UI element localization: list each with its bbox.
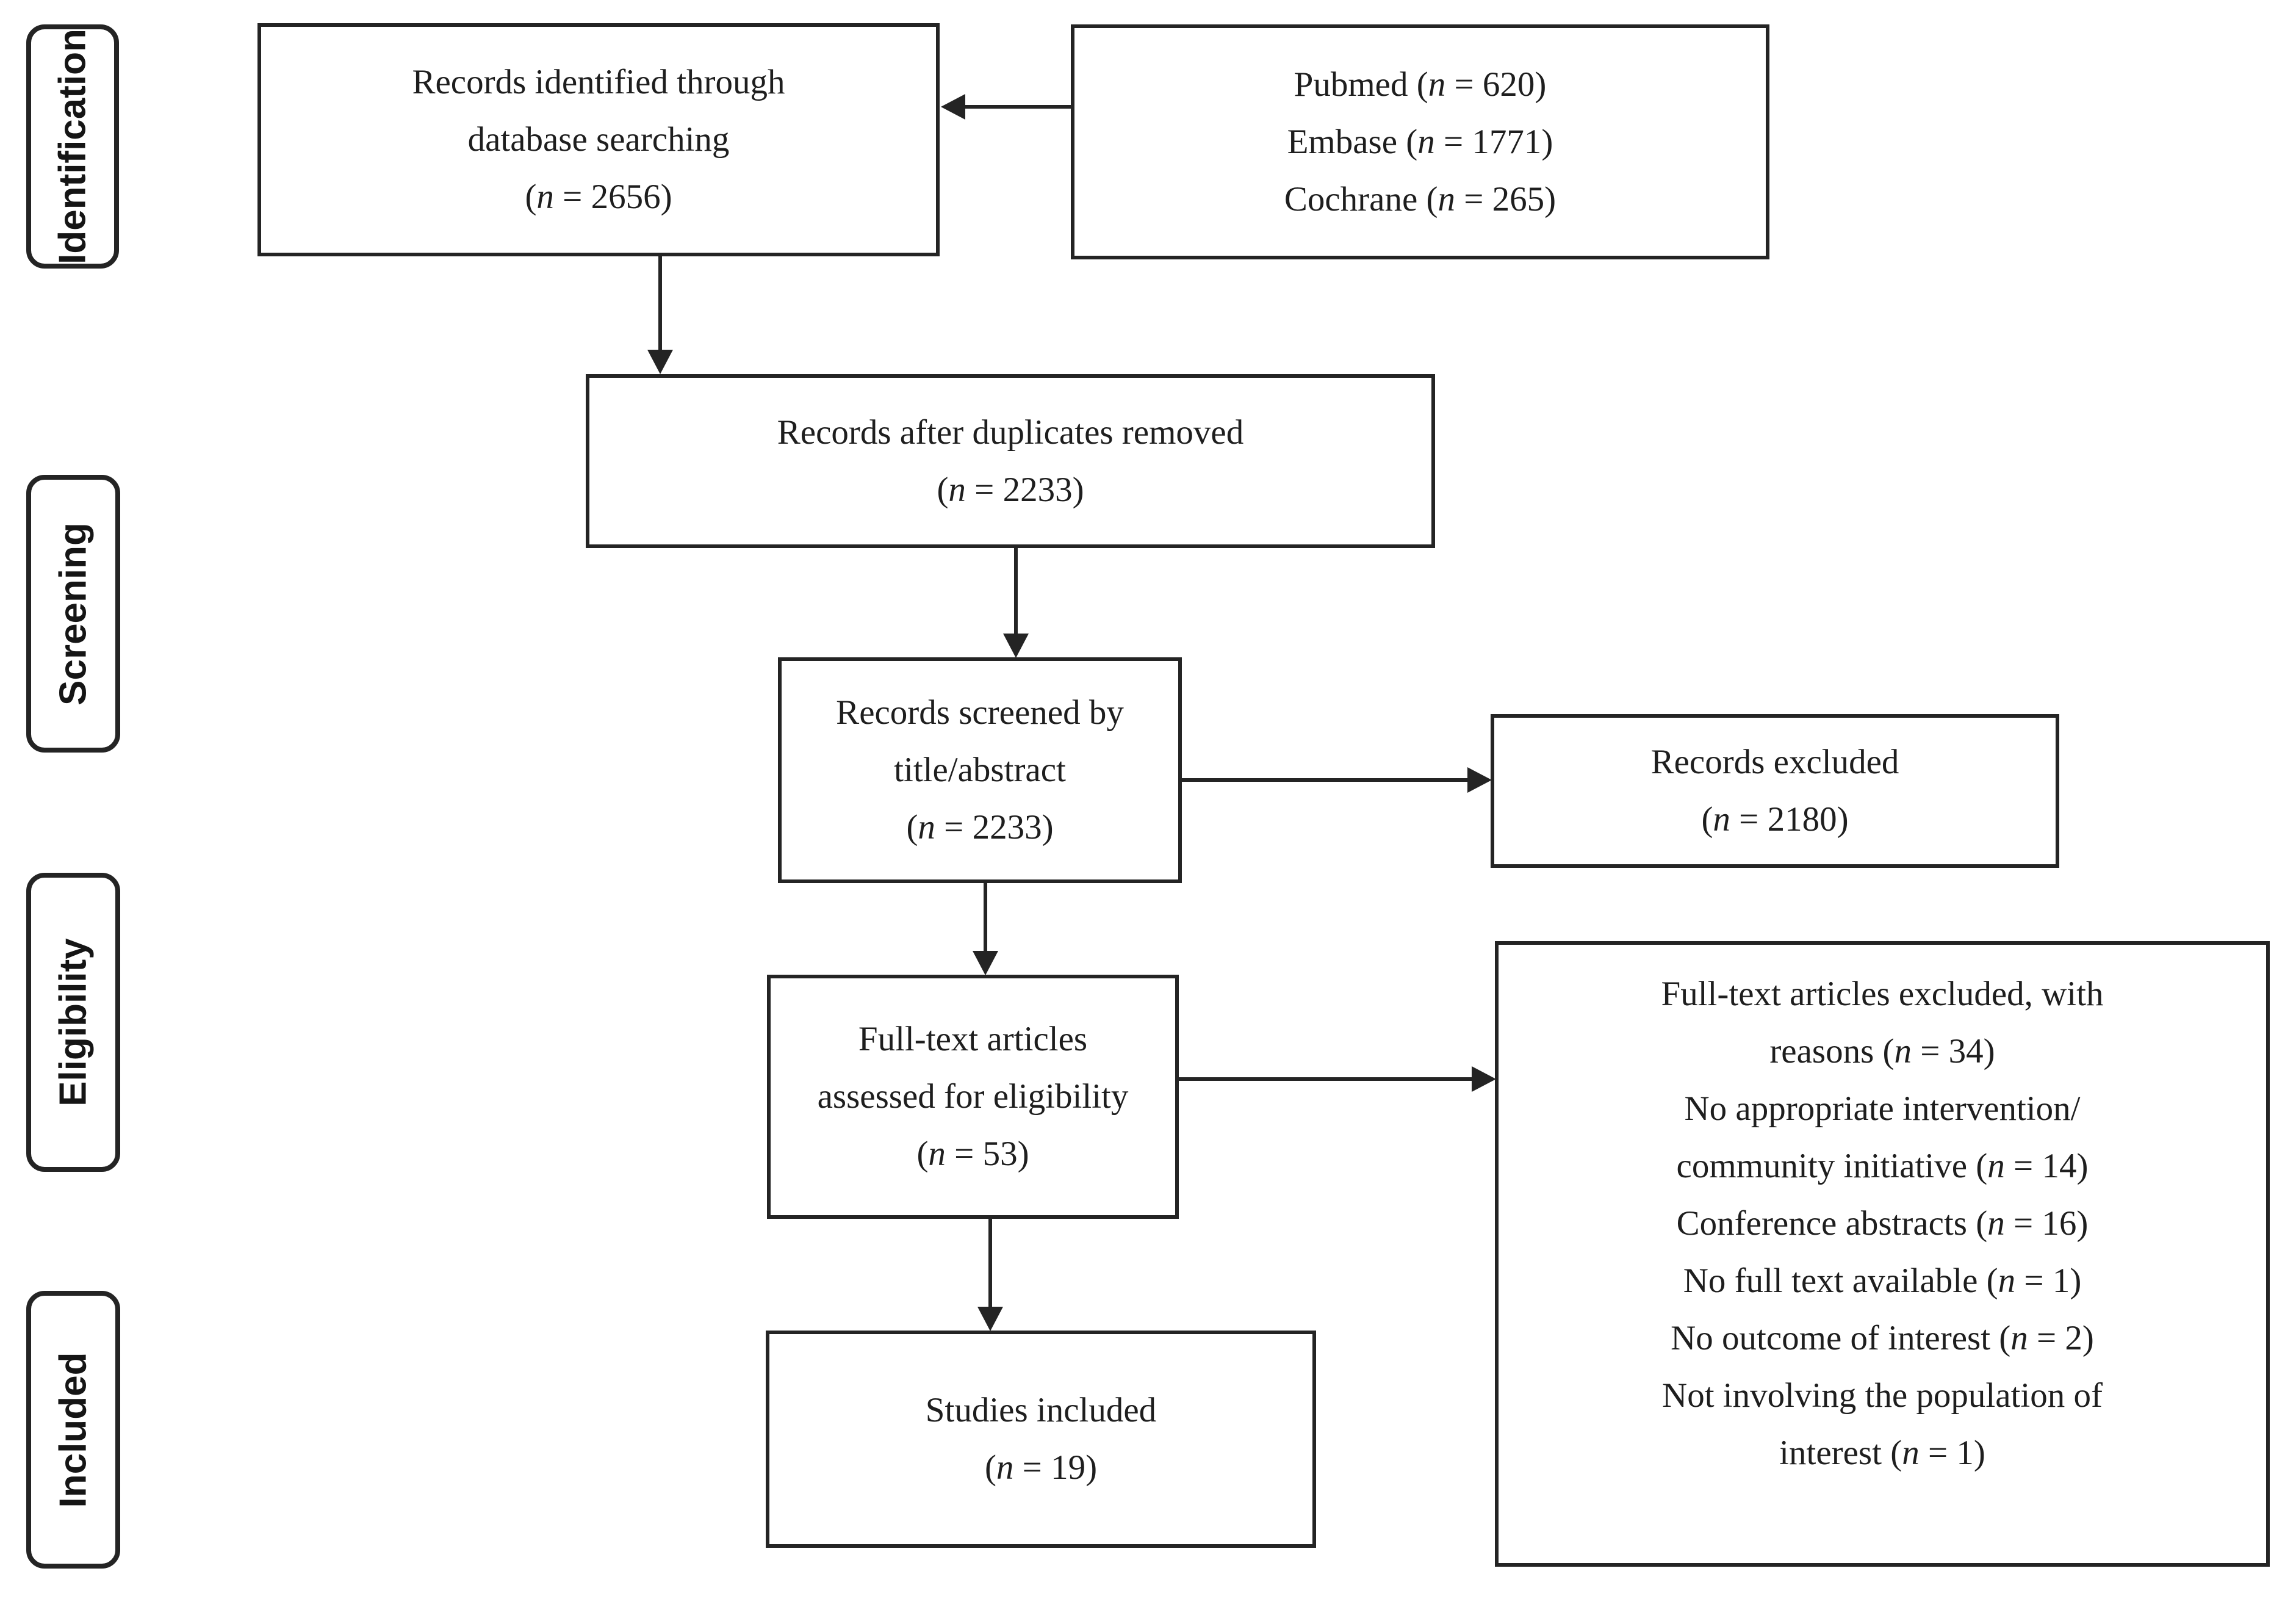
arrow-line bbox=[658, 253, 662, 351]
text-line: Embase (n = 1771) bbox=[1287, 122, 1553, 161]
arrow-line bbox=[1176, 1077, 1472, 1081]
stage-box-screening: Screening bbox=[26, 475, 120, 753]
text-line: No outcome of interest (n = 2) bbox=[1671, 1319, 2094, 1357]
text-line: interest (n = 1) bbox=[1779, 1434, 1985, 1472]
text-line: Not involving the population of bbox=[1662, 1376, 2103, 1415]
text-line: Cochrane (n = 265) bbox=[1284, 179, 1556, 218]
text-line: Studies included bbox=[925, 1391, 1157, 1429]
stage-box-eligibility: Eligibility bbox=[26, 873, 120, 1172]
box-database-sources: Pubmed (n = 620) Embase (n = 1771) Cochran… bbox=[1071, 24, 1769, 259]
arrowhead-down-icon bbox=[647, 350, 673, 374]
text-line: Conference abstracts (n = 16) bbox=[1676, 1204, 2089, 1243]
text-line: (n = 2180) bbox=[1701, 800, 1849, 839]
text-line: No full text available (n = 1) bbox=[1683, 1262, 2082, 1300]
stage-box-identification: Identification bbox=[26, 24, 119, 269]
box-duplicates-removed: Records after duplicates removed (n = 223… bbox=[586, 374, 1435, 548]
box-records-excluded: Records excluded (n = 2180) bbox=[1491, 714, 2059, 868]
arrowhead-down-icon bbox=[1003, 634, 1029, 658]
text-line: assessed for eligibility bbox=[817, 1077, 1129, 1116]
text-line: Full-text articles excluded, with bbox=[1661, 975, 2104, 1013]
arrow-line bbox=[965, 105, 1072, 109]
text-line: community initiative (n = 14) bbox=[1676, 1147, 2089, 1185]
stage-label-identification: Identification bbox=[51, 29, 94, 264]
box-records-screened: Records screened by title/abstract (n = 22… bbox=[778, 657, 1182, 883]
box-studies-included: Studies included (n = 19) bbox=[766, 1331, 1316, 1548]
text-line: Records after duplicates removed bbox=[777, 413, 1244, 452]
text-line: database searching bbox=[467, 120, 730, 159]
text-line: No appropriate intervention/ bbox=[1684, 1089, 2081, 1128]
arrowhead-down-icon bbox=[973, 951, 998, 975]
text-line: reasons (n = 34) bbox=[1769, 1032, 1995, 1071]
text-line: Records identified through bbox=[412, 63, 785, 101]
box-fulltext-excluded-reasons: Full-text articles excluded, with reasons… bbox=[1495, 941, 2270, 1567]
arrow-line bbox=[1179, 778, 1467, 782]
text-line: Records excluded bbox=[1650, 743, 1899, 781]
box-fulltext-assessed: Full-text articles assessed for eligibili… bbox=[767, 975, 1179, 1219]
text-line: Pubmed (n = 620) bbox=[1294, 65, 1547, 104]
arrow-line bbox=[1014, 546, 1018, 634]
arrowhead-left-icon bbox=[941, 94, 965, 120]
arrowhead-down-icon bbox=[977, 1307, 1003, 1331]
arrowhead-right-icon bbox=[1467, 767, 1492, 793]
text-line: (n = 2233) bbox=[937, 470, 1084, 509]
stage-box-included: Included bbox=[26, 1291, 120, 1569]
text-line: (n = 19) bbox=[984, 1448, 1098, 1487]
text-line: (n = 2656) bbox=[525, 178, 672, 216]
text-line: title/abstract bbox=[894, 751, 1066, 789]
stage-label-screening: Screening bbox=[52, 522, 95, 706]
stage-label-included: Included bbox=[52, 1352, 95, 1508]
text-line: (n = 53) bbox=[916, 1135, 1029, 1173]
text-line: (n = 2233) bbox=[906, 808, 1054, 847]
arrow-line bbox=[988, 1218, 992, 1307]
arrowhead-right-icon bbox=[1472, 1066, 1496, 1092]
text-line: Records screened by bbox=[836, 693, 1124, 732]
arrow-line bbox=[984, 881, 987, 951]
stage-label-eligibility: Eligibility bbox=[52, 938, 95, 1107]
box-records-identified: Records identified through database searc… bbox=[257, 23, 940, 256]
text-line: Full-text articles bbox=[858, 1020, 1088, 1058]
